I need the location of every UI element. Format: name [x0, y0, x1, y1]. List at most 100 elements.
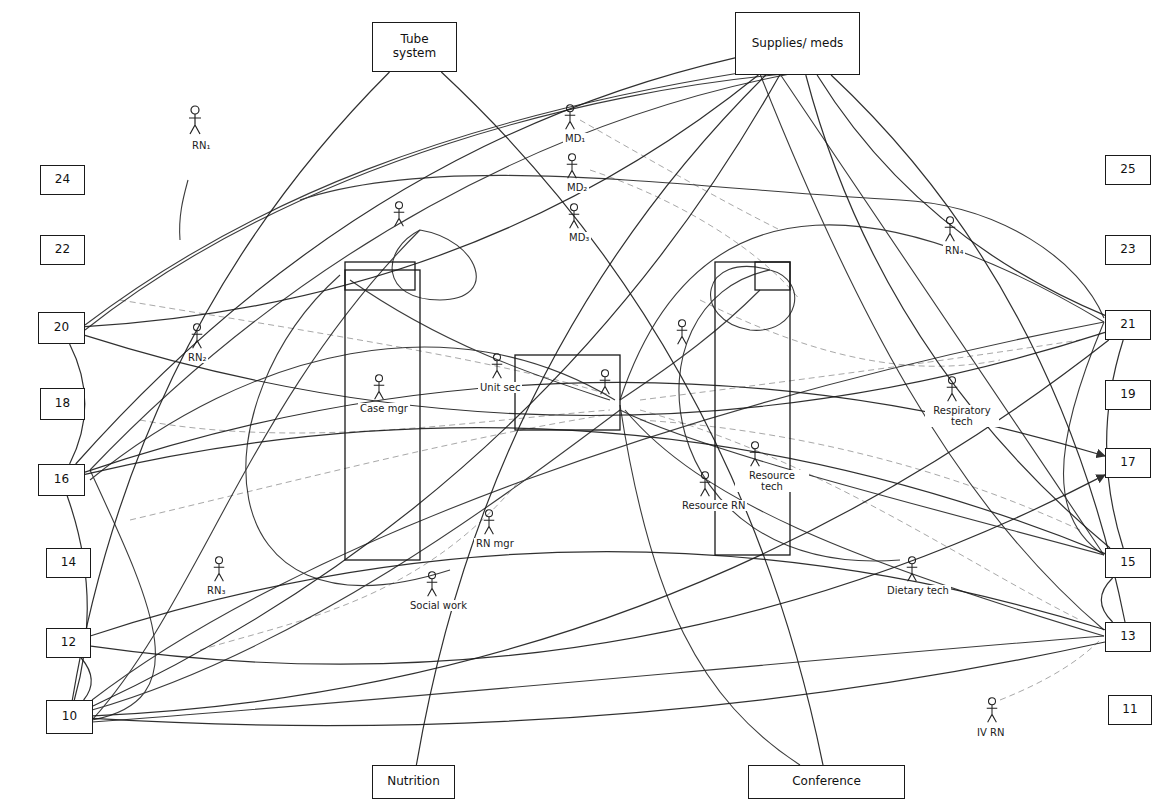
walk-connector — [93, 340, 1109, 716]
walk-connector — [91, 552, 1105, 636]
staff-figures — [189, 105, 997, 723]
faint-path — [1000, 640, 1100, 700]
patient-room-box: 14 — [46, 548, 91, 578]
box-label: 14 — [61, 556, 76, 570]
patient-room-box: 21 — [1105, 310, 1151, 340]
walk-path — [711, 266, 795, 330]
walk-path — [92, 230, 420, 720]
tube-system-box: Tube system — [372, 22, 457, 72]
walk-connector — [806, 75, 1110, 548]
room-box: Nutrition — [372, 765, 455, 799]
walk-path — [92, 636, 1104, 722]
box-label: 24 — [55, 173, 70, 187]
box-label: Nutrition — [387, 775, 440, 789]
patient-room-box: 23 — [1105, 235, 1151, 265]
stick-figure — [427, 572, 438, 597]
walk-path — [620, 410, 1104, 555]
walk-path — [90, 470, 155, 720]
walk-connector — [85, 428, 1105, 554]
room-box: Conference — [748, 765, 905, 799]
station-desk — [345, 262, 415, 290]
box-label: 23 — [1120, 243, 1135, 257]
staff-label: Case mgr — [358, 403, 410, 414]
walk-path — [620, 225, 1104, 400]
box-label: 20 — [54, 321, 69, 335]
box-label: 12 — [61, 636, 76, 650]
staff-label: Resource RN — [680, 500, 747, 511]
faint-path — [640, 410, 1080, 620]
box-label: 21 — [1120, 318, 1135, 332]
walk-connector — [93, 642, 1105, 726]
staff-label: RN₃ — [205, 585, 227, 596]
nurse-station — [345, 262, 790, 560]
walk-connector — [85, 332, 1105, 415]
stick-figure — [945, 217, 956, 242]
box-label: Tube system — [378, 33, 451, 61]
patient-room-box: 13 — [1105, 622, 1151, 652]
stick-figure — [947, 377, 958, 402]
staff-label: Respiratory tech — [925, 405, 999, 427]
faint-path — [130, 415, 605, 520]
stick-figure — [189, 106, 201, 134]
walk-connector — [81, 658, 91, 700]
patient-room-box: 20 — [38, 312, 85, 344]
staff-label: Resource tech — [735, 470, 809, 492]
walk-path — [1064, 322, 1105, 555]
patient-room-box: 24 — [40, 165, 85, 195]
walk-connector — [76, 58, 735, 464]
walk-paths — [85, 72, 1104, 765]
box-label: 17 — [1120, 456, 1135, 470]
walk-connector — [93, 75, 780, 706]
station-counter — [345, 270, 420, 560]
patient-room-box: 16 — [38, 464, 85, 496]
stick-figure — [214, 557, 225, 582]
patient-room-box: 25 — [1105, 155, 1151, 185]
staff-label: Dietary tech — [885, 585, 951, 596]
box-label: 25 — [1120, 163, 1135, 177]
walk-path — [85, 72, 745, 325]
walk-connector — [72, 72, 389, 700]
walk-path — [625, 410, 1104, 636]
box-label: 22 — [55, 243, 70, 257]
walk-path — [350, 280, 610, 400]
supplies-box: Supplies/ meds — [735, 12, 860, 75]
walk-connector — [441, 72, 823, 765]
staff-label: RN₂ — [186, 352, 208, 363]
walk-connector — [817, 75, 1105, 315]
patient-room-box: 19 — [1105, 380, 1151, 410]
stick-figure — [394, 202, 405, 227]
walk-connector — [1101, 578, 1112, 622]
stick-figure — [567, 154, 578, 179]
station-desk — [755, 262, 790, 290]
box-label: 11 — [1122, 703, 1137, 717]
staff-label: Unit sec — [478, 382, 522, 393]
staff-label: RN₄ — [943, 245, 965, 256]
staff-label: IV RN — [975, 727, 1006, 738]
box-label: 16 — [54, 473, 69, 487]
walk-connector — [831, 75, 1125, 622]
stick-figure — [700, 472, 711, 497]
staff-label: RN₁ — [190, 140, 212, 151]
stick-figure — [750, 442, 761, 467]
faint-path — [640, 340, 1080, 400]
staff-label: Social work — [408, 600, 469, 611]
walk-connector — [1107, 340, 1124, 548]
walk-path — [180, 180, 188, 240]
patient-room-box: 22 — [40, 235, 85, 265]
faint-path — [200, 480, 520, 650]
walk-connector — [416, 75, 765, 765]
stick-figure — [374, 375, 385, 400]
walk-path — [92, 322, 1104, 700]
walk-path — [90, 74, 790, 470]
station-counter — [715, 262, 790, 555]
patient-room-box: 15 — [1105, 548, 1151, 578]
patient-room-box: 17 — [1105, 448, 1151, 478]
patient-room-box: 18 — [40, 388, 85, 420]
staff-label: RN mgr — [474, 538, 516, 549]
walk-connector — [91, 475, 1105, 664]
stick-figure — [987, 698, 998, 723]
walk-path — [620, 405, 800, 765]
box-label: 18 — [55, 397, 70, 411]
staff-label: MD₁ — [563, 133, 587, 144]
